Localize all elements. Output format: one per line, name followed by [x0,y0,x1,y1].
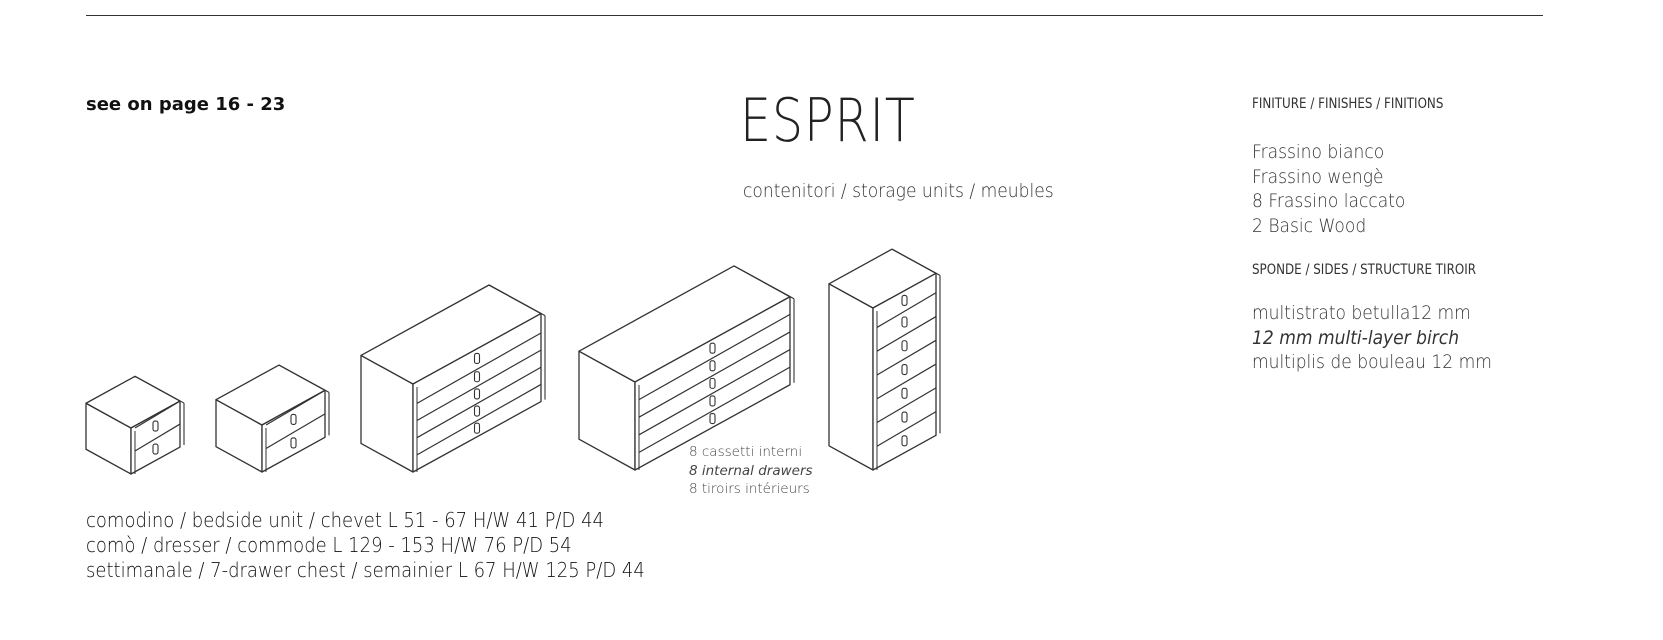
front-panel [130,400,181,475]
drawer-handle-icon [901,411,908,423]
drawer-handle-icon [473,422,481,434]
sides-heading: SPONDE / SIDES / STRUCTURE TIROIR [1252,262,1476,278]
drawer-line [416,366,542,439]
drawer-handle-icon [473,352,481,365]
drawer-line [638,366,791,453]
drawer-handle-icon [152,420,159,432]
product-dresser: comò / dresser / commode L 129 - 153 H/W… [86,533,572,557]
drawer-handle-icon [901,340,908,352]
drawer-handle-icon [901,316,908,328]
drawer-handle-icon [709,377,716,389]
drawer-note-fr: 8 tiroirs intérieurs [689,481,810,497]
finish-item: 2 Basic Wood [1252,214,1367,237]
edge-line [733,265,795,300]
drawer-note-it: 8 cassetti interni [689,444,803,460]
product-chest: settimanale / 7-drawer chest / semainier… [86,558,645,582]
finish-item: 8 Frassino laccato [1252,190,1406,212]
collection-subtitle: contenitori / storage units / meubles [743,180,1054,202]
drawer-note-en: 8 internal drawers [689,462,813,479]
side-item: multistrato betulla12 mm [1252,302,1471,324]
edge-line [134,375,185,404]
drawer-handle-icon [709,342,716,354]
drawer-handle-icon [901,294,908,306]
front-panel [261,389,326,473]
drawer-line [416,349,542,422]
drawer-line [876,411,937,447]
drawer-handle-icon [709,360,716,372]
drawer-handle-icon [709,395,716,407]
drawer-line [876,292,937,328]
drawer-handle-icon [901,363,908,376]
product-bedside: comodino / bedside unit / chevet L 51 - … [86,508,604,532]
side-panel [828,283,874,471]
top-divider [86,15,1543,16]
drawer-line [265,389,326,426]
side-item: 12 mm multi-layer birch [1252,326,1460,349]
drawer-handle-icon [901,387,908,399]
drawer-handle-icon [709,413,716,425]
drawer-line [876,387,937,423]
drawer-handle-icon [290,437,297,449]
sides-list: multistrato betulla12 mm 12 mm multi-lay… [1252,301,1492,375]
drawer-line [876,316,937,352]
edge-line [278,364,330,393]
page-reference: see on page 16 - 23 [86,94,286,115]
drawer-line [265,413,326,450]
drawer-handle-icon [152,443,159,455]
drawer-note: 8 cassetti interni 8 internal drawers 8 … [689,443,813,499]
side-item: multiplis de bouleau 12 mm [1252,351,1492,373]
drawer-line [638,313,791,401]
drawer-handle-icon [473,405,481,417]
drawer-line [134,400,181,429]
drawer-line [876,363,937,400]
drawer-line [416,383,542,456]
drawer-line [416,332,542,404]
drawer-line [638,331,791,418]
drawer-handle-icon [290,413,297,425]
finish-item: Frassino wengè [1252,165,1384,188]
drawer-line [638,349,791,436]
drawer-handle-icon [473,371,481,383]
drawer-line [876,339,937,376]
finishes-heading: FINITURE / FINISHES / FINITIONS [1252,96,1444,112]
finish-item: Frassino bianco [1252,141,1385,163]
edge-line [488,284,546,317]
drawer-handle-icon [473,388,481,400]
drawer-line [134,423,181,452]
edge-line [891,248,941,276]
product-list: comodino / bedside unit / chevet L 51 - … [86,508,645,583]
finishes-list: Frassino bianco Frassino wengè 8 Frassin… [1252,140,1405,238]
drawer-handle-icon [901,435,908,447]
collection-title: ESPRIT [740,86,916,156]
